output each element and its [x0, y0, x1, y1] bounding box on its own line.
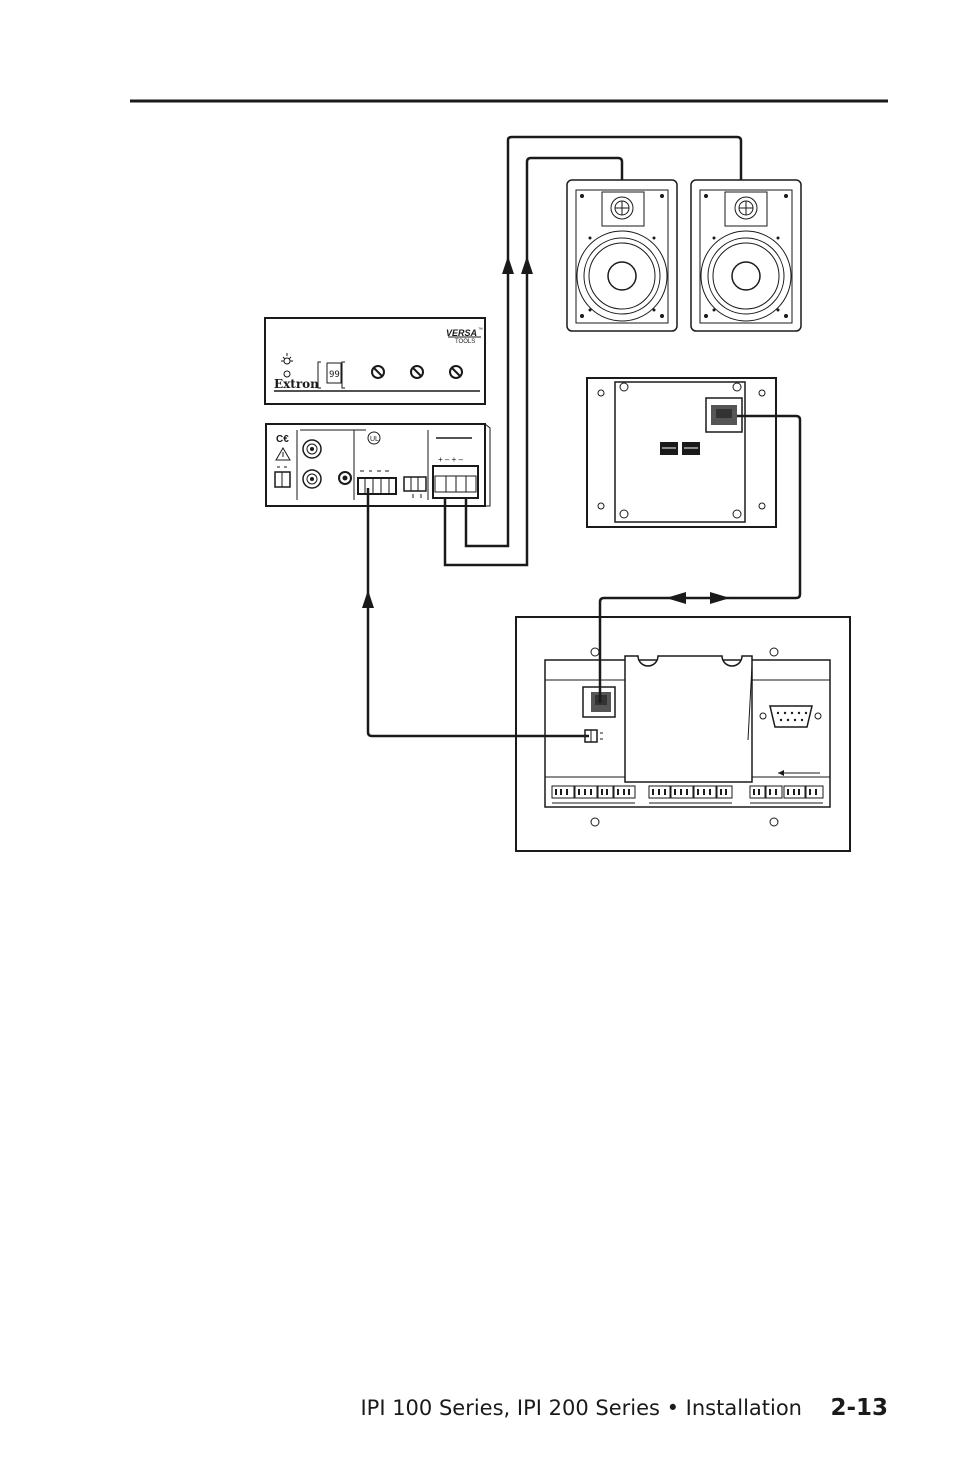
versa-logo-tm: ™: [478, 327, 483, 333]
bass-knob: [410, 365, 424, 379]
audio-input-connector: [357, 477, 397, 495]
speaker-left: [566, 179, 678, 332]
control-cable: [366, 488, 589, 738]
extron-logo: Extron: [274, 377, 319, 391]
page-number: 2-13: [830, 1395, 888, 1421]
footer-title: IPI 100 Series, IPI 200 Series • Install…: [360, 1396, 802, 1420]
rca-input-top: [302, 439, 322, 459]
speaker-cables: [443, 135, 743, 567]
control-arrow: [362, 590, 374, 608]
versa-logo: VERSA: [446, 328, 477, 338]
svg-text:+ – + –: + – + –: [438, 455, 463, 464]
ce-mark: C€: [276, 434, 289, 445]
terminal-blocks: [551, 785, 824, 804]
serial-port-icon: [759, 705, 822, 728]
remote-connector: [403, 476, 427, 492]
ul-mark-icon: UL: [367, 431, 381, 445]
amplifier-rear-panel: C€ UL: [265, 423, 491, 507]
control-processor: [515, 616, 851, 852]
sun-icon: [281, 353, 293, 365]
tools-logo: TOOLS: [455, 339, 475, 345]
treble-knob: [449, 365, 463, 379]
amplifier-front-panel: [264, 317, 486, 405]
screw-icon: [619, 382, 742, 519]
ip-link-module: [586, 377, 777, 528]
volume-knob: [371, 365, 385, 379]
network-arrows: [666, 592, 730, 604]
svg-text:UL: UL: [370, 436, 379, 443]
warning-icon: [275, 447, 291, 461]
page-footer: IPI 100 Series, IPI 200 Series • Install…: [0, 1392, 954, 1432]
network-cable: [598, 414, 802, 703]
speaker-arrows: [502, 256, 533, 274]
channel-display: [326, 362, 342, 384]
power-led: [283, 370, 291, 378]
channel-display-value: 99: [329, 370, 340, 380]
speaker-right: [690, 179, 802, 332]
rca-input-bottom: [302, 469, 322, 489]
